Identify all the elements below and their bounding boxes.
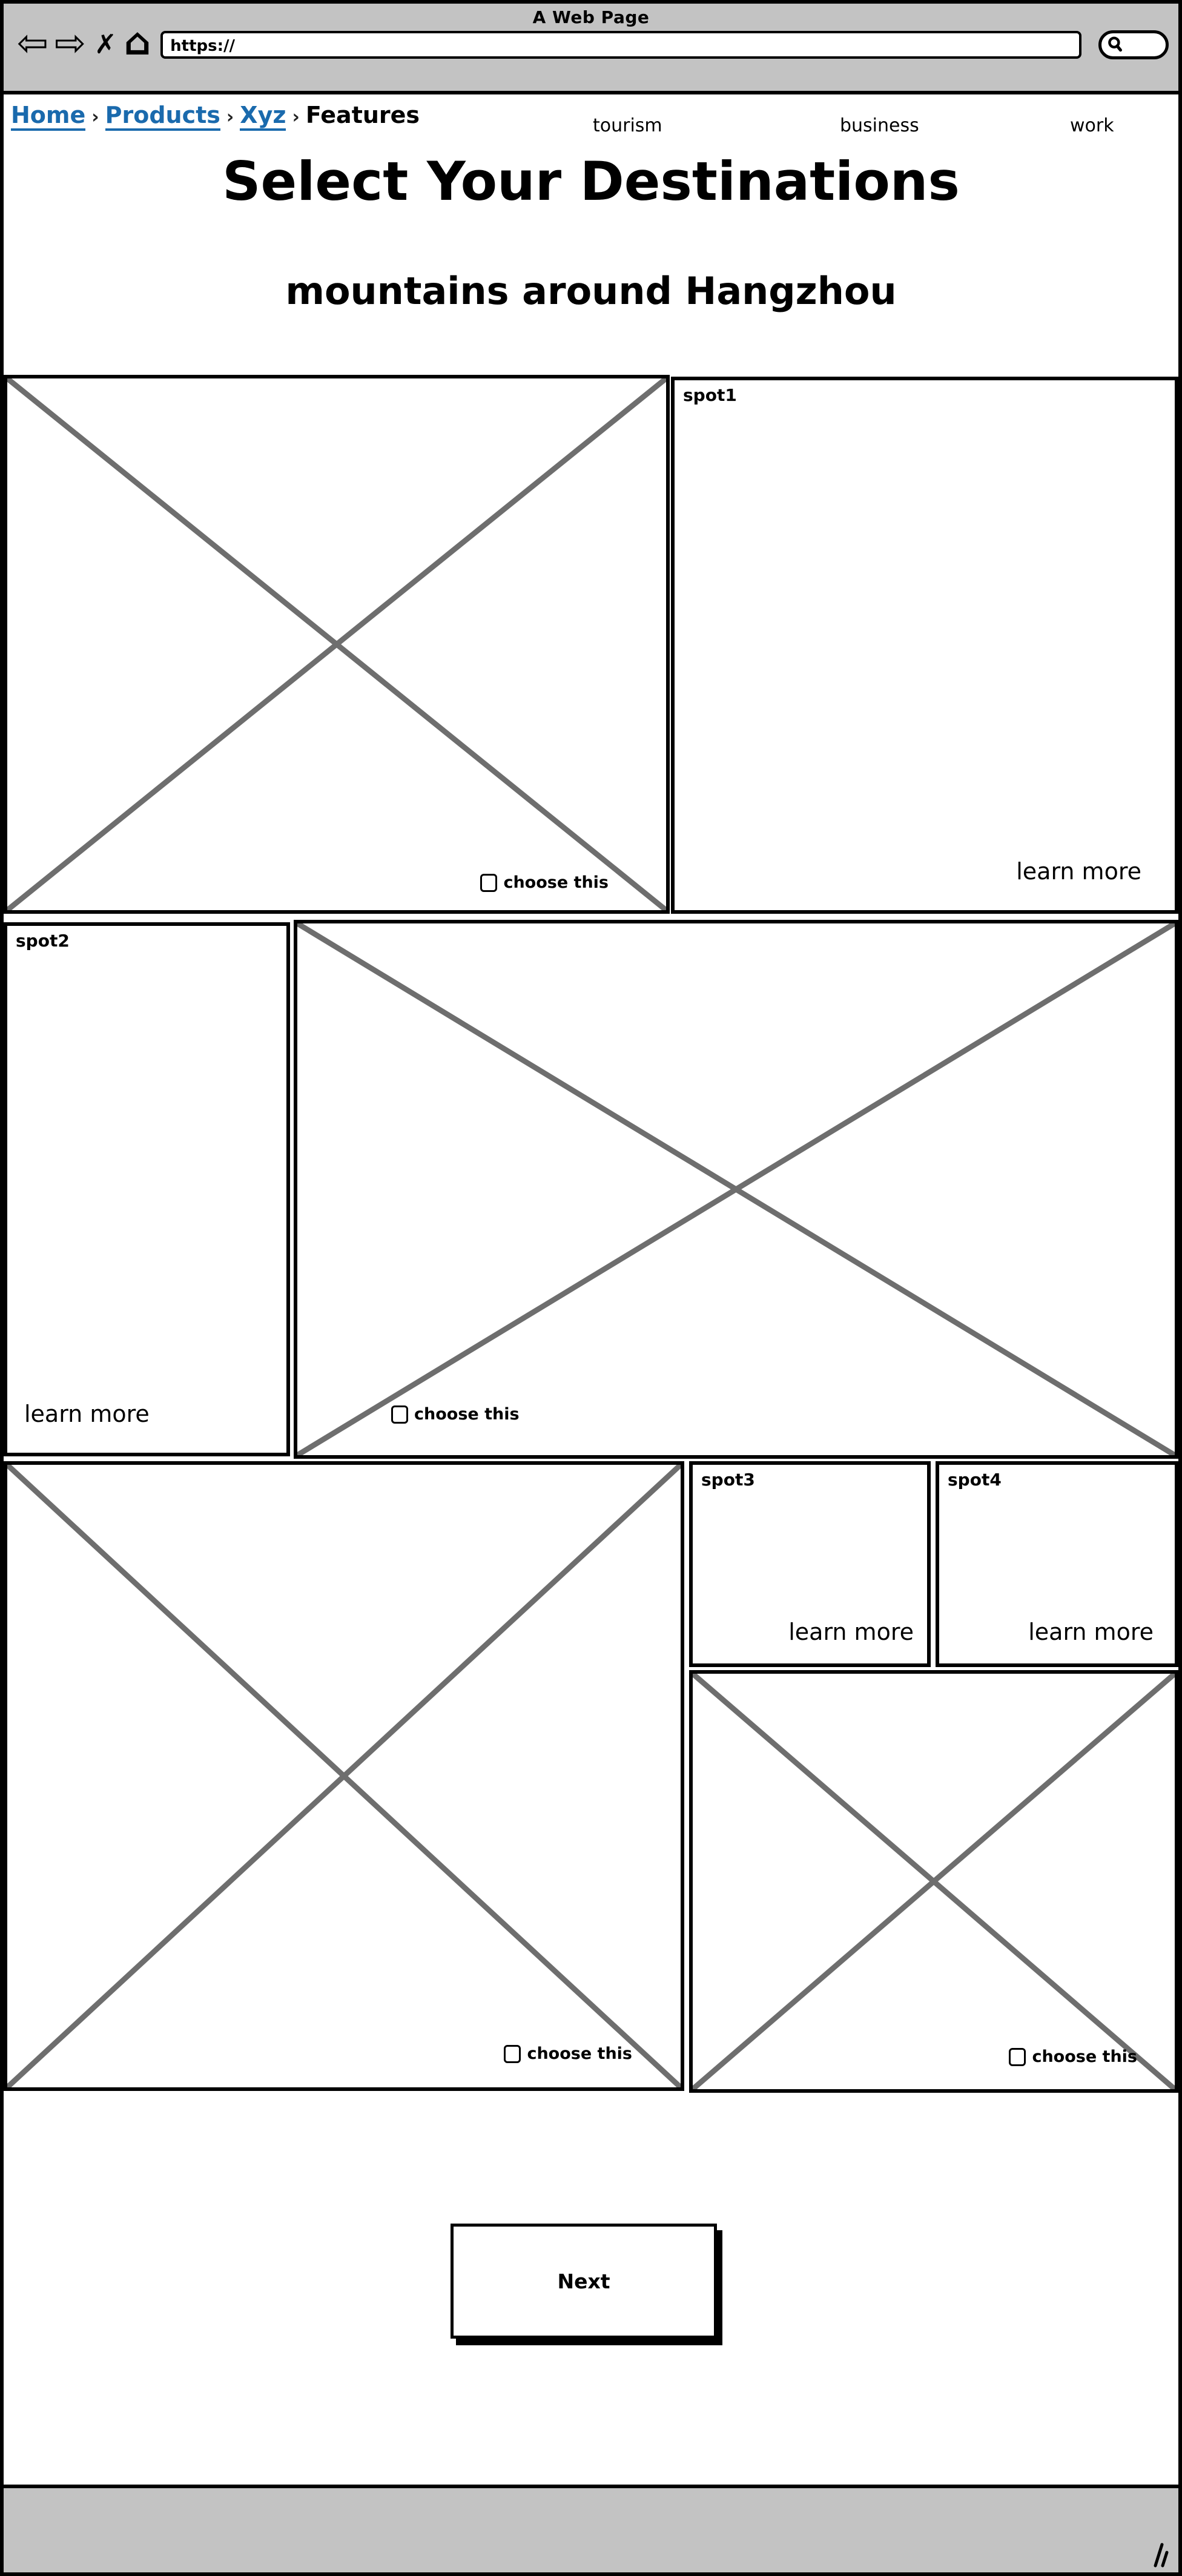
- image-x-icon: [7, 1465, 681, 2087]
- spot2-title: spot2: [16, 931, 70, 951]
- choose-this-checkbox-3[interactable]: choose this: [504, 2044, 632, 2063]
- page-subtitle: mountains around Hangzhou: [285, 269, 897, 313]
- checkbox-label: choose this: [414, 1405, 520, 1424]
- checkbox-label: choose this: [1032, 2047, 1137, 2066]
- page-title: Select Your Destinations: [222, 150, 960, 213]
- image-placeholder-4: choose this: [689, 1670, 1178, 2093]
- nav-item-business[interactable]: business: [840, 115, 919, 136]
- url-input[interactable]: [160, 31, 1081, 59]
- checkbox-label: choose this: [527, 2044, 632, 2063]
- nav-item-work[interactable]: work: [1070, 115, 1114, 136]
- spot-card-2: spot2 learn more: [4, 922, 290, 1456]
- spot1-title: spot1: [683, 385, 737, 405]
- window-footer: [4, 2485, 1178, 2572]
- breadcrumb-current-features: Features: [305, 102, 420, 128]
- choose-this-checkbox-1[interactable]: choose this: [480, 873, 609, 892]
- image-placeholder-2: choose this: [294, 920, 1178, 1459]
- resize-grip-icon[interactable]: [1146, 2541, 1170, 2568]
- breadcrumb-separator: ›: [91, 107, 99, 128]
- spot-card-3: spot3 learn more: [689, 1461, 931, 1667]
- search-button[interactable]: [1098, 30, 1169, 59]
- spot-card-4: spot4 learn more: [936, 1461, 1178, 1667]
- checkbox-icon[interactable]: [1009, 2047, 1026, 2066]
- checkbox-icon[interactable]: [391, 1405, 408, 1424]
- breadcrumb-home[interactable]: Home: [11, 102, 86, 131]
- learn-more-link-spot3[interactable]: learn more: [788, 1619, 914, 1645]
- checkbox-icon[interactable]: [504, 2044, 521, 2063]
- breadcrumb-products[interactable]: Products: [105, 102, 220, 131]
- learn-more-link-spot2[interactable]: learn more: [24, 1401, 150, 1427]
- forward-icon[interactable]: ⇨: [54, 21, 86, 65]
- browser-toolbar: ⇦ ⇨ ✗ ⌂: [17, 21, 1169, 65]
- image-x-icon: [297, 923, 1175, 1455]
- breadcrumb: Home›Products›Xyz›Features: [11, 102, 420, 131]
- image-placeholder-3: choose this: [4, 1461, 684, 2091]
- magnifier-icon: [1108, 36, 1122, 52]
- window-title: A Web Page: [532, 7, 650, 27]
- image-x-icon: [7, 378, 666, 910]
- learn-more-link-spot1[interactable]: learn more: [1016, 858, 1141, 885]
- next-button[interactable]: Next: [451, 2224, 717, 2339]
- nav-item-tourism[interactable]: tourism: [593, 115, 662, 136]
- back-icon[interactable]: ⇦: [17, 21, 48, 65]
- checkbox-label: choose this: [503, 873, 609, 892]
- breadcrumb-xyz[interactable]: Xyz: [240, 102, 286, 131]
- spot-card-1: spot1 learn more: [671, 377, 1178, 914]
- learn-more-link-spot4[interactable]: learn more: [1028, 1619, 1154, 1645]
- breadcrumb-separator: ›: [292, 107, 300, 128]
- home-icon[interactable]: ⌂: [124, 19, 151, 64]
- spot3-title: spot3: [701, 1470, 755, 1490]
- close-icon[interactable]: ✗: [94, 29, 117, 60]
- image-x-icon: [693, 1674, 1175, 2089]
- choose-this-checkbox-4[interactable]: choose this: [1009, 2047, 1137, 2066]
- top-navigation: Home›Products›Xyz›Features tourism busin…: [4, 102, 1178, 140]
- browser-chrome: A Web Page ⇦ ⇨ ✗ ⌂: [4, 4, 1178, 94]
- page-content: Home›Products›Xyz›Features tourism busin…: [4, 94, 1178, 2485]
- spot4-title: spot4: [948, 1470, 1002, 1490]
- image-placeholder-1: choose this: [4, 375, 670, 914]
- choose-this-checkbox-2[interactable]: choose this: [391, 1405, 520, 1424]
- checkbox-icon[interactable]: [480, 873, 498, 892]
- breadcrumb-separator: ›: [226, 107, 234, 128]
